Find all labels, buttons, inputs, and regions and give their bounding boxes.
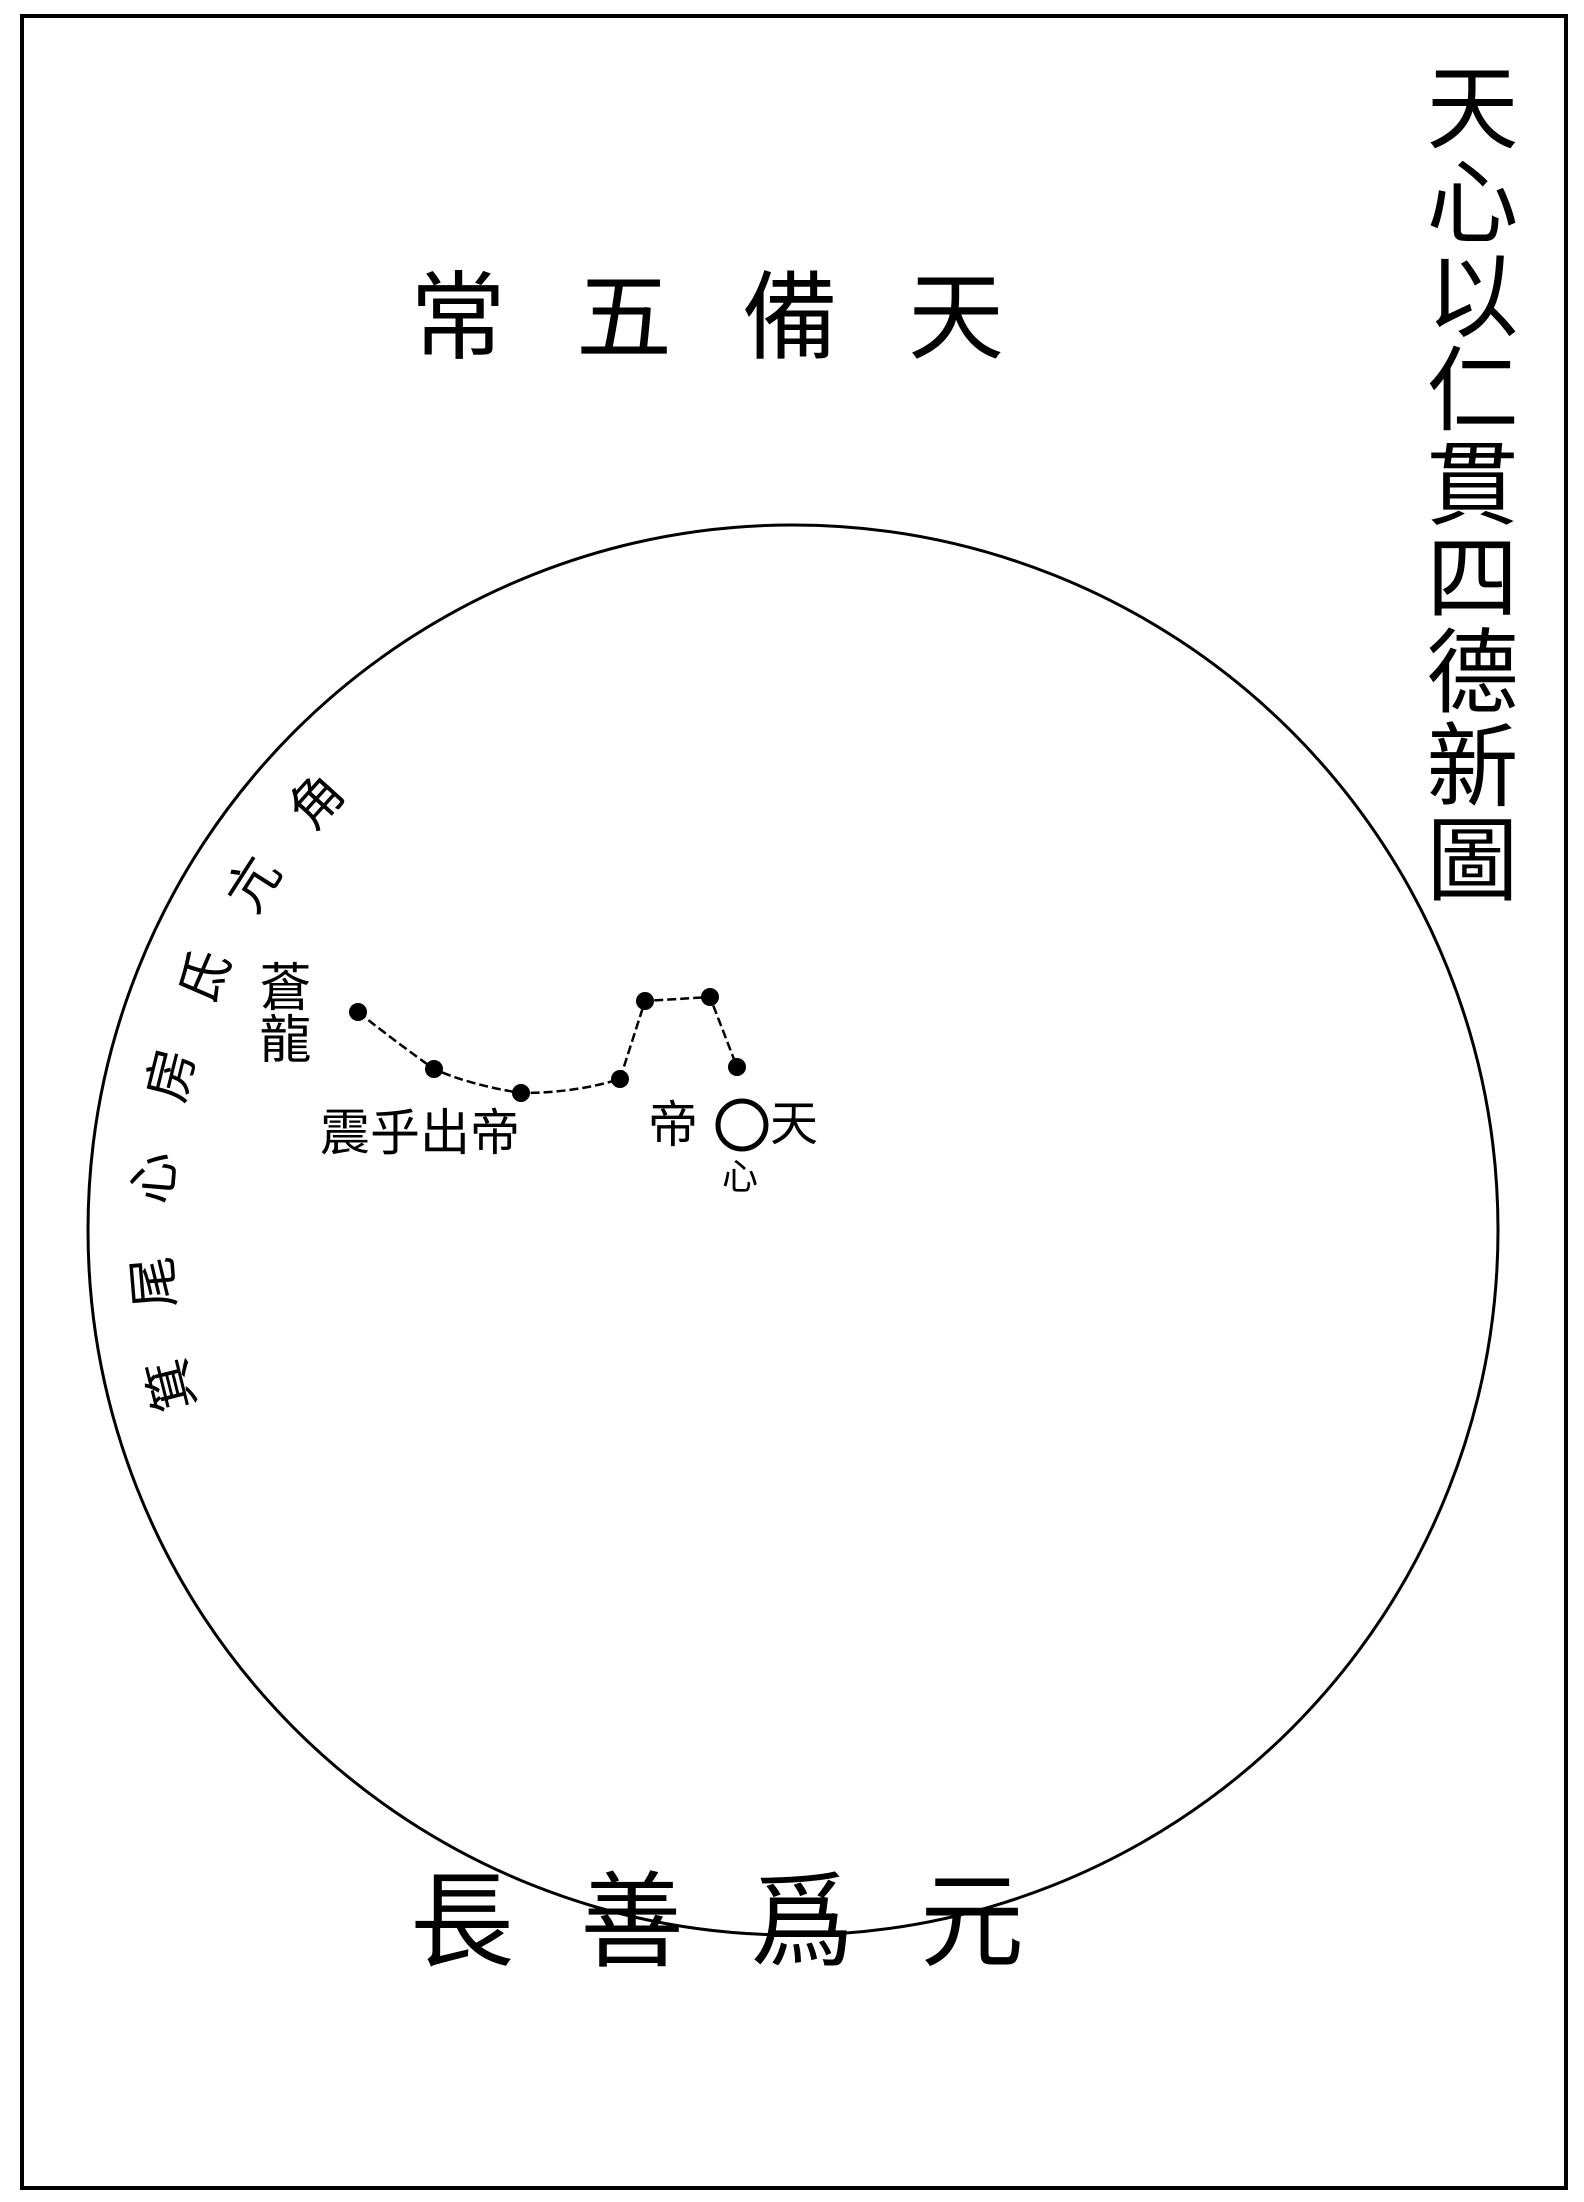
star-dot [636,992,654,1010]
label-canglong: 蒼龍 [250,960,310,1064]
lunar-mansion-char: 箕 [137,1352,208,1417]
bottom-phrase: 長善爲元 [410,1861,1091,1983]
lunar-mansion-char: 氐 [167,941,243,1013]
lunar-mansion-char: 亢 [215,847,294,923]
star-dot [349,1003,367,1021]
star-dot [512,1084,530,1102]
label-zhen-chu: 震乎出帝 [320,1104,520,1162]
label-di: 帝 [648,1096,698,1154]
lunar-mansion-char: 心 [123,1150,187,1207]
star-chain-line [357,995,739,1095]
diagram-title: 天心以仁貫四德新圖 [1411,60,1518,906]
heaven-heart-circle [715,1098,769,1152]
label-xin: 心 [722,1157,759,1198]
star-dot [611,1070,629,1088]
star-dot [425,1060,443,1078]
lunar-mansion-char: 角 [278,762,357,841]
border-frame [20,14,1568,2190]
lunar-mansion-char: 房 [137,1043,208,1108]
lunar-mansion-char: 尾 [123,1254,187,1311]
heaven-circle [86,523,1500,1937]
star-dot [701,988,719,1006]
label-tian: 天 [770,1096,819,1152]
top-phrase: 常五備天 [410,262,1074,374]
star-dot [728,1058,746,1076]
